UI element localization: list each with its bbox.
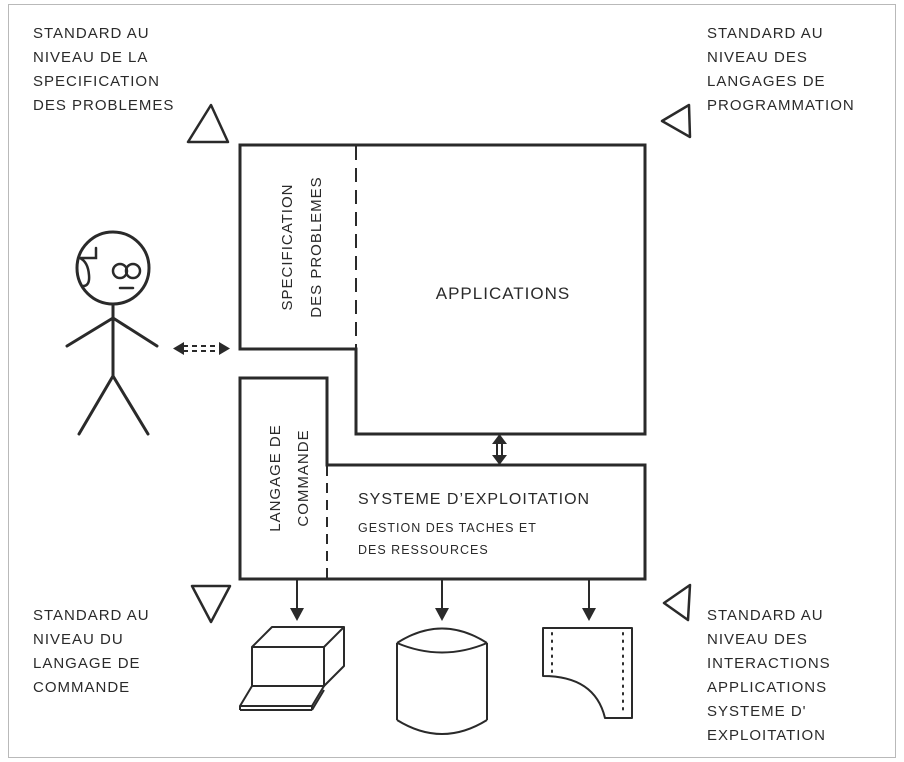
top-right-triangle-marker xyxy=(660,103,692,139)
specification-label-line2: DES PROBLEMES xyxy=(308,176,325,317)
operating-system-subtitle-line1: GESTION DES TACHES ET xyxy=(358,521,537,535)
operating-system-block-outline xyxy=(238,376,647,581)
bottom-left-triangle-marker xyxy=(190,584,232,624)
diagram-frame xyxy=(8,4,896,758)
operating-system-subtitle-line2: DES RESSOURCES xyxy=(358,543,489,557)
user-hair xyxy=(78,246,98,288)
standard-command-language-label: STANDARD AU NIVEAU DU LANGAGE DE COMMAND… xyxy=(33,607,150,696)
user-specification-dashed-arrow xyxy=(173,342,230,355)
terminal-icon xyxy=(239,626,345,711)
terminal-arrow xyxy=(290,580,304,621)
user-right-eye xyxy=(124,262,142,280)
standard-programming-languages-label: STANDARD AU NIVEAU DES LANGAGES DE PROGR… xyxy=(707,25,855,114)
applications-label: APPLICATIONS xyxy=(436,284,571,303)
command-language-label-line2: COMMANDE xyxy=(295,429,312,526)
user-left-leg xyxy=(77,374,115,436)
operating-system-title: SYSTEME D’EXPLOITATION xyxy=(358,491,590,508)
user-right-arm xyxy=(111,316,159,348)
specification-label-line1: SPECIFICATION xyxy=(279,184,296,311)
printer-arrow xyxy=(582,580,596,621)
applications-block-outline xyxy=(238,143,647,436)
printer-paper-icon xyxy=(542,627,633,719)
command-language-label-line1: LANGAGE DE xyxy=(267,424,284,532)
applications-system-double-arrow xyxy=(492,434,507,465)
user-stick-figure xyxy=(65,230,159,436)
disk-arrow xyxy=(435,580,449,621)
top-left-triangle-marker xyxy=(186,103,230,144)
disk-storage-icon xyxy=(396,627,488,735)
standard-problem-specification-label: STANDARD AU NIVEAU DE LA SPECIFICATION D… xyxy=(33,25,175,114)
user-left-arm xyxy=(65,316,115,348)
bottom-right-triangle-marker xyxy=(662,583,692,622)
user-right-leg xyxy=(111,374,150,436)
standard-application-os-interaction-label: STANDARD AU NIVEAU DES INTERACTIONS APPL… xyxy=(707,607,831,744)
